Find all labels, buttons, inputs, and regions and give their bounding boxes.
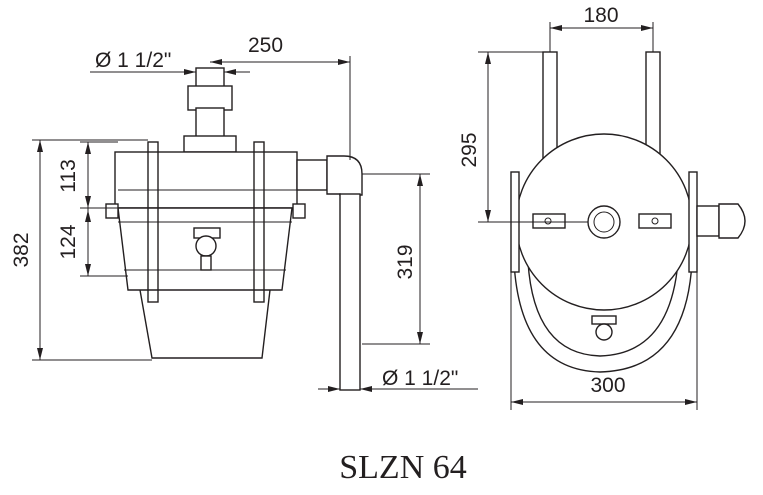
side-knob-right xyxy=(292,203,306,219)
dim-124: 124 xyxy=(57,224,80,259)
bracket-tab-left xyxy=(532,213,566,229)
top-pipe-cap xyxy=(195,67,225,89)
bracket-tab-right xyxy=(638,213,672,229)
top-pipe xyxy=(195,107,225,139)
side-pipe-down xyxy=(339,193,361,391)
front-side-pipe-cap xyxy=(718,203,746,239)
dim-250: 250 xyxy=(248,34,283,57)
center-lock-stem xyxy=(200,255,212,271)
dim-382: 382 xyxy=(10,232,33,267)
dim-319: 319 xyxy=(394,244,417,279)
dim-295: 295 xyxy=(458,132,481,167)
center-lock-knob xyxy=(195,235,217,257)
front-lock-knob xyxy=(595,323,613,341)
housing-upper xyxy=(114,151,298,209)
top-pipe-socket xyxy=(187,85,233,111)
side-knob-left xyxy=(105,203,119,219)
dim-pipe-top: Ø 1 1/2" xyxy=(95,49,171,72)
dim-pipe-bottom: Ø 1 1/2" xyxy=(382,367,458,390)
side-pipe-stub xyxy=(296,159,328,191)
lower-cone xyxy=(139,289,271,359)
drawing-title: SLZN 64 xyxy=(339,449,467,486)
side-pipe-elbow xyxy=(326,155,363,196)
top-pipe-flange xyxy=(183,135,237,153)
front-view xyxy=(478,22,746,410)
side-plate-right xyxy=(688,171,698,273)
dim-180: 180 xyxy=(583,4,618,27)
dim-300: 300 xyxy=(590,374,625,397)
frame-bar-right xyxy=(253,141,265,303)
front-center-ring xyxy=(587,205,621,239)
yoke-inner xyxy=(527,261,679,357)
yoke-outer xyxy=(513,261,693,373)
dim-113: 113 xyxy=(57,159,80,192)
side-view xyxy=(32,56,478,392)
frame-bar-left xyxy=(147,141,159,303)
front-side-pipe xyxy=(696,205,720,237)
front-lock-plate xyxy=(591,315,617,325)
